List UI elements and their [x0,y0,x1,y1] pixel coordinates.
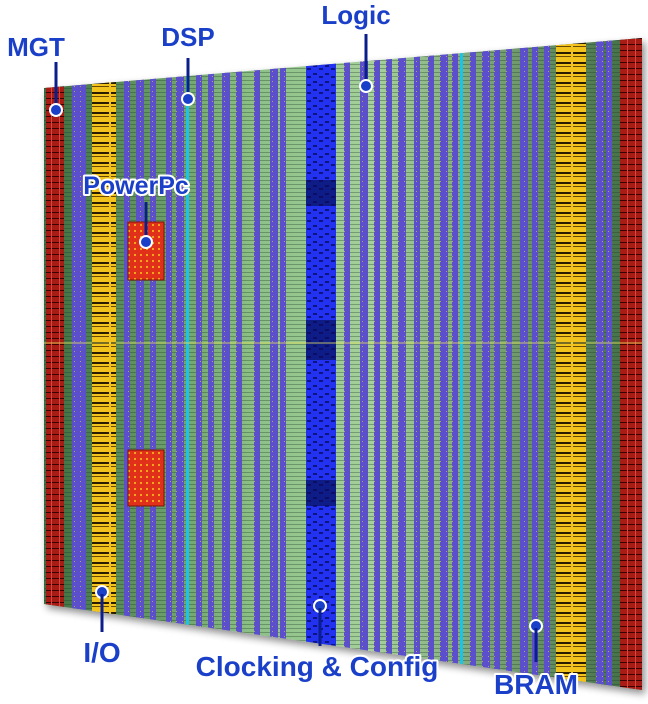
clocking-leader [313,599,327,646]
dsp-column [482,38,490,690]
dsp-column [166,38,172,690]
dsp-column [544,38,550,690]
dsp-column [470,38,476,690]
dsp-column [532,38,538,690]
dsp-column [440,38,448,690]
dsp-column [414,38,420,690]
dsp-column [386,38,392,690]
clocking-config-column [306,38,336,690]
dsp-column [254,38,260,690]
dsp-column [398,38,406,690]
label-dsp: DSP [161,22,214,52]
label-mgt: MGT [7,32,65,62]
label-powerpc: PowerPc [83,172,189,200]
dsp-column [136,38,144,690]
die-body [44,38,642,690]
dsp-column [506,38,512,690]
powerpc-leader [139,202,153,249]
clock-region-block [306,480,336,506]
dsp-column [494,38,500,690]
mgt-column-left [46,38,64,690]
dsp-column [520,38,528,690]
dsp-column [236,38,242,690]
clock-region-block [306,180,336,206]
mgt-column-right [620,38,642,690]
io-column-left [92,38,116,690]
dsp-column [196,38,202,690]
dsp-column [596,38,604,690]
label-clocking: Clocking & Config [196,651,439,682]
dsp-cyan-line-right [460,38,463,690]
dsp-column [124,38,130,690]
dsp-column [222,38,230,690]
dsp-column [374,38,380,690]
dsp-column [208,38,214,690]
dsp-column [176,38,184,690]
bram-column-right [556,38,586,690]
dsp-column [428,38,434,690]
dsp-column [606,38,612,690]
mgt-leader [49,62,63,117]
bram-leader [529,619,543,662]
label-io: I/O [83,637,120,668]
dsp-cyan-line-left [186,38,189,690]
dsp-column [280,38,286,690]
io-leader [95,585,109,632]
clock-region-block [306,320,336,360]
dsp-column [72,38,80,690]
dsp-column [344,38,350,690]
dsp-column [80,38,86,690]
dsp-column [270,38,278,690]
dsp-column [452,38,458,690]
dsp-column [360,38,368,690]
dsp-column [150,38,156,690]
dsp-leader [181,58,195,106]
label-bram: BRAM [494,669,578,700]
label-logic: Logic [321,0,390,30]
powerpc-block-lower [127,449,165,507]
labels: MGT DSP Logic PowerPc I/O Clocking & Con… [5,0,580,702]
leader-lines [49,34,543,662]
logic-leader [359,34,373,93]
